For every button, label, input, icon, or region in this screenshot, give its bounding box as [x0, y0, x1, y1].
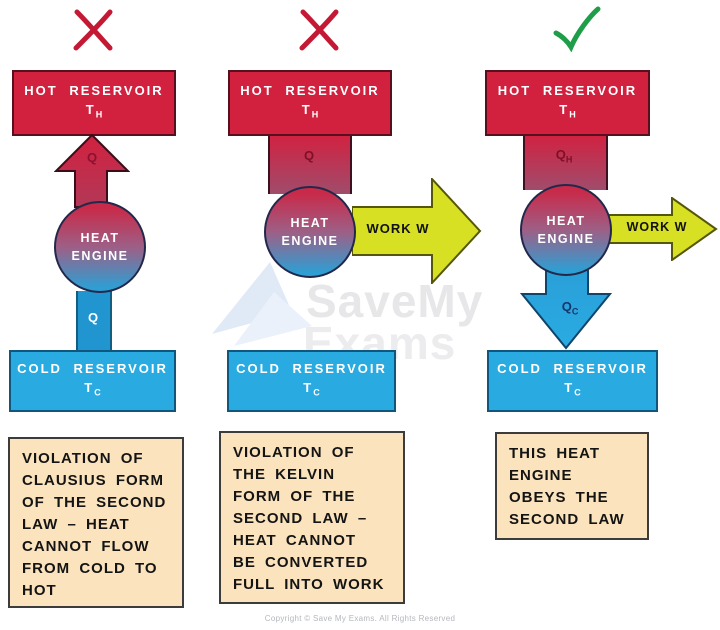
heat-engine-label-line1: HEAT — [546, 214, 586, 228]
cold-reservoir-box-2: COLD RESERVOIR TC — [227, 350, 396, 412]
work-label: WORK W — [366, 221, 430, 236]
heat-engine-label-line1: HEAT — [80, 231, 120, 245]
watermark-text-line1: SaveMy — [306, 275, 484, 327]
heat-q-label-pipe: Q — [87, 310, 99, 325]
copyright-text: Copyright © Save My Exams. All Rights Re… — [264, 614, 456, 623]
caption-box-clausius-violation: VIOLATION OF CLAUSIUS FORM OF THE SECOND… — [8, 437, 184, 608]
heat-engine-circle-3: HEAT ENGINE — [520, 184, 612, 276]
work-output-arrow-icon — [352, 178, 482, 284]
hot-temperature-label: TH — [85, 102, 103, 120]
cold-heat-pipe-1 — [76, 291, 112, 351]
cold-reservoir-box-1: COLD RESERVOIR TC — [9, 350, 176, 412]
heat-flow-down-arrow-icon — [520, 270, 612, 350]
heat-engine-label-line2: ENGINE — [281, 234, 339, 248]
cold-reservoir-label: COLD RESERVOIR — [236, 361, 387, 377]
hot-reservoir-box-1: HOT RESERVOIR TH — [12, 70, 176, 136]
work-label: WORK W — [626, 220, 688, 234]
hot-heat-pipe-2 — [268, 134, 352, 194]
hot-reservoir-box-3: HOT RESERVOIR TH — [485, 70, 650, 136]
heat-qh-label: QH — [555, 147, 573, 165]
hot-reservoir-label: HOT RESERVOIR — [24, 83, 164, 99]
heat-q-label-up: Q — [86, 150, 98, 165]
check-icon — [553, 6, 601, 52]
work-output-arrow-icon — [608, 197, 718, 261]
heat-engine-label-line2: ENGINE — [537, 232, 595, 246]
cold-temperature-label: TC — [303, 380, 320, 398]
hot-reservoir-label: HOT RESERVOIR — [497, 83, 638, 99]
hot-reservoir-box-2: HOT RESERVOIR TH — [228, 70, 392, 136]
cold-reservoir-box-3: COLD RESERVOIR TC — [487, 350, 658, 412]
heat-engine-circle-2: HEAT ENGINE — [264, 186, 356, 278]
cross-icon — [73, 9, 113, 51]
savemyexams-logo-watermark-icon — [212, 262, 312, 346]
hot-temperature-label: TH — [301, 102, 319, 120]
heat-engine-label-line2: ENGINE — [71, 249, 129, 263]
caption-box-kelvin-violation: VIOLATION OF THE KELVIN FORM OF THE SECO… — [219, 431, 405, 604]
cold-reservoir-label: COLD RESERVOIR — [497, 361, 648, 377]
heat-flow-up-arrow-icon — [54, 134, 130, 208]
hot-temperature-label: TH — [559, 102, 576, 120]
cold-temperature-label: TC — [84, 380, 101, 398]
heat-engine-circle-1: HEAT ENGINE — [54, 201, 146, 293]
hot-heat-pipe-3 — [523, 134, 608, 190]
caption-box-obeys-second-law: THIS HEAT ENGINE OBEYS THE SECOND LAW — [495, 432, 649, 540]
heat-qc-label: QC — [561, 299, 579, 317]
cold-temperature-label: TC — [564, 380, 581, 398]
cold-reservoir-label: COLD RESERVOIR — [17, 361, 168, 377]
hot-reservoir-label: HOT RESERVOIR — [240, 83, 380, 99]
cross-icon — [299, 9, 339, 51]
heat-engine-label-line1: HEAT — [290, 216, 330, 230]
heat-q-label-in: Q — [303, 148, 315, 163]
